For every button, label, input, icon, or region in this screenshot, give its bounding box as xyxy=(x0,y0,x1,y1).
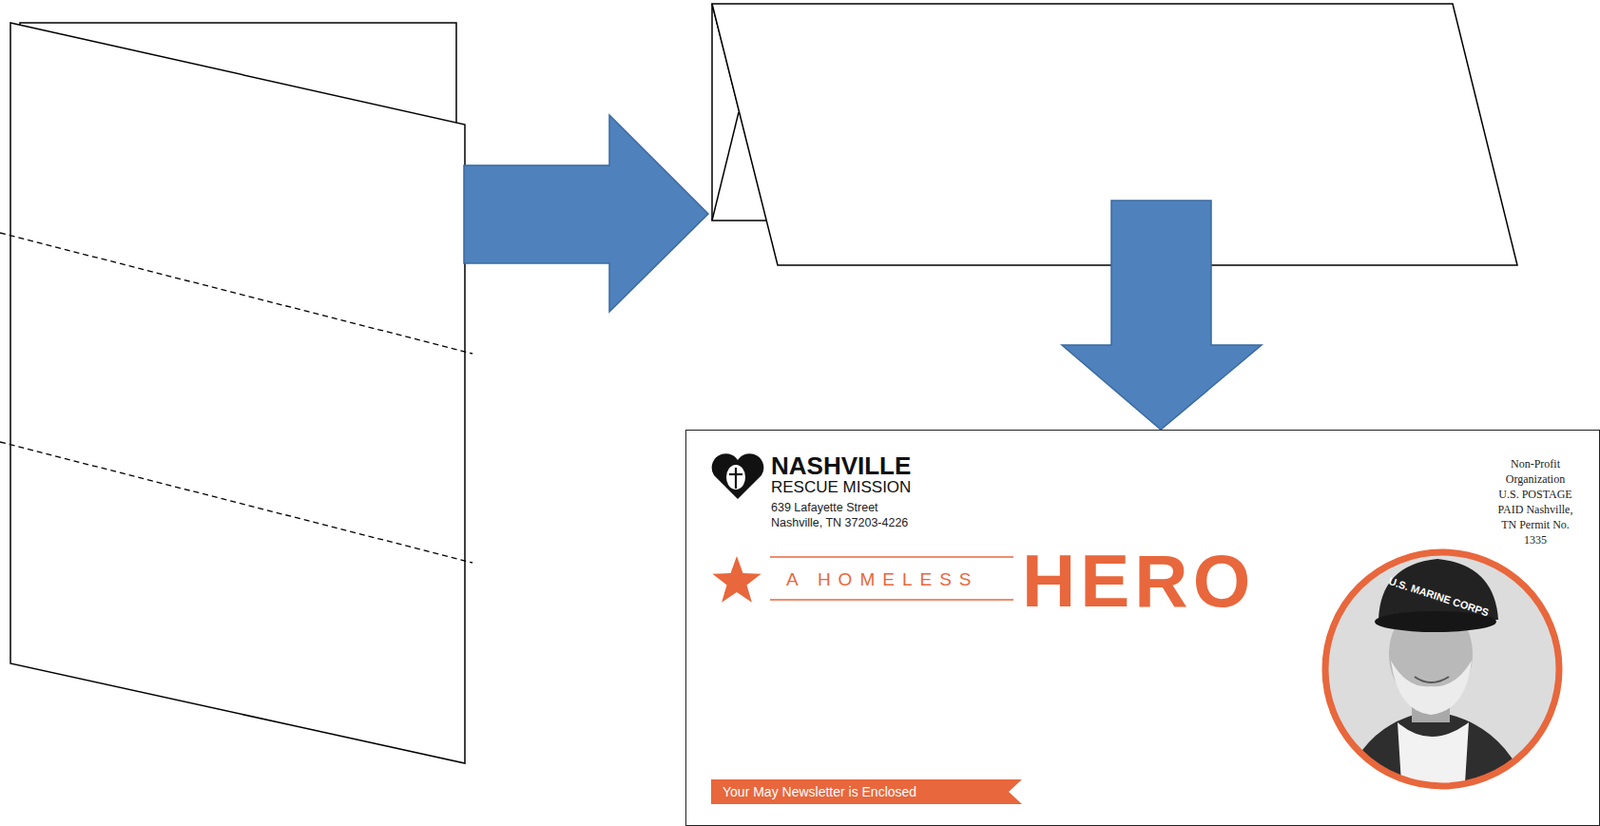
fold-edge xyxy=(712,112,739,221)
brand-subtitle: RESCUE MISSION xyxy=(771,478,911,498)
headline-large: HERO xyxy=(1021,543,1255,618)
sheet-front-panel xyxy=(10,22,465,764)
address-line: Nashville, TN 37203-4226 xyxy=(771,515,908,531)
block-arrow xyxy=(463,115,709,312)
headline-small: A HOMELESS xyxy=(786,569,980,591)
photo-ring xyxy=(1325,552,1560,787)
title-rule xyxy=(770,556,1014,559)
cap-text: U.S. MARINE CORPS xyxy=(1387,575,1490,618)
logo-heart xyxy=(712,453,765,500)
fold-line xyxy=(0,232,473,354)
fold-line xyxy=(0,442,473,563)
banner-text: Your May Newsletter is Enclosed xyxy=(722,783,917,801)
logo-cross xyxy=(729,473,743,476)
brand-name: NASHVILLE xyxy=(771,452,911,480)
logo-cross xyxy=(734,467,737,489)
logo-inner xyxy=(726,464,746,490)
envelope: Your May Newsletter is Enclosed NASHVILLE… xyxy=(685,429,1600,826)
title-rule xyxy=(770,598,1014,601)
star-icon xyxy=(712,556,761,603)
portrait-photo xyxy=(1321,549,1569,799)
block-arrow xyxy=(1061,200,1262,430)
address-line: 639 Lafayette Street xyxy=(771,500,879,516)
postage-indicia: Non-Profit Organization U.S. POSTAGE PAI… xyxy=(1496,456,1575,548)
newsletter-banner: Your May Newsletter is Enclosed xyxy=(711,779,1022,805)
